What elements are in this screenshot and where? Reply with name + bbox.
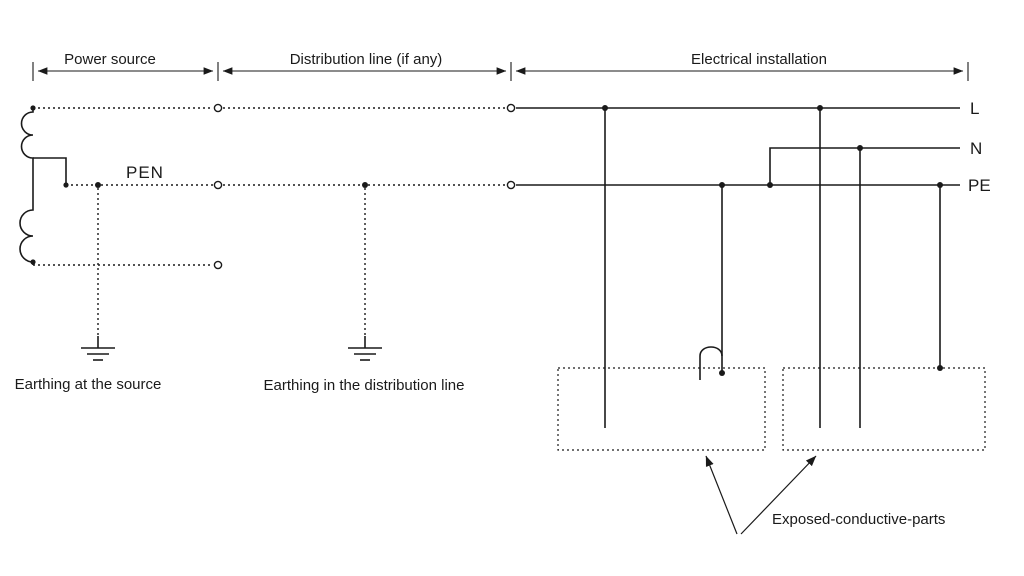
earthing-at-source: Earthing at the source: [15, 188, 162, 393]
center-tap: [33, 157, 67, 185]
transformer-winding: [19, 105, 69, 265]
exposed-parts-callout: Exposed-conductive-parts: [705, 455, 945, 535]
line-conductor-L: L: [33, 99, 979, 118]
terminal-circle: [506, 180, 516, 190]
junction-dot: [362, 182, 368, 188]
neutral-conductor-N: N: [767, 139, 982, 188]
callout-arrow-right: [740, 455, 817, 535]
source-third-terminal: [33, 260, 223, 270]
equipment-box-2: [782, 367, 986, 451]
junction-dot: [30, 259, 36, 265]
label-exposed-conductive-parts: Exposed-conductive-parts: [772, 511, 945, 528]
n-conductor-path: [769, 147, 960, 185]
terminal-circle: [213, 260, 223, 270]
terminal-circle: [213, 103, 223, 113]
conductor-label-PEN: PEN: [126, 163, 164, 182]
callout-arrow-left: [705, 455, 738, 535]
section-label-electrical-installation: Electrical installation: [691, 51, 827, 68]
conductor-label-L: L: [970, 99, 979, 118]
section-label-distribution-line: Distribution line (if any): [290, 51, 443, 68]
label-earthing-in-distribution: Earthing in the distribution line: [264, 377, 465, 394]
conductor-label-N: N: [970, 139, 982, 158]
junction-dot: [719, 370, 725, 376]
section-label-power-source: Power source: [64, 51, 156, 68]
pe-connection-hook: [699, 346, 723, 380]
label-earthing-at-source: Earthing at the source: [15, 376, 162, 393]
exposed-conductive-parts-boxes: [557, 367, 986, 451]
junction-dot: [95, 182, 101, 188]
earthing-in-distribution: Earthing in the distribution line: [264, 188, 465, 394]
terminal-circle: [506, 103, 516, 113]
pen-pe-conductor: PEN PE: [66, 163, 991, 195]
equipment-box-1: [557, 367, 766, 451]
conductor-label-PE: PE: [968, 176, 991, 195]
terminal-circle: [213, 180, 223, 190]
winding-coil: [19, 108, 34, 265]
dimension-header: Power source Distribution line (if any) …: [32, 51, 969, 81]
installation-wiring: [602, 105, 943, 428]
